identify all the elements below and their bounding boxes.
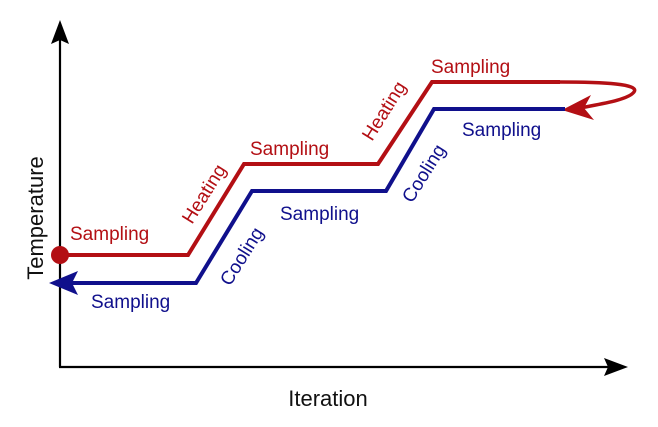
x-axis-label: Iteration <box>288 386 368 411</box>
heating-return-curve <box>557 80 637 110</box>
cooling-label-cooling-2: Cooling <box>398 141 450 207</box>
x-axis-arrow-icon <box>604 358 628 376</box>
heating-label-sampling-3: Sampling <box>431 57 510 78</box>
cooling-label-sampling-2: Sampling <box>280 204 359 225</box>
cooling-label-sampling-1: Sampling <box>91 292 170 313</box>
heating-label-sampling-2: Sampling <box>250 139 329 160</box>
heating-path <box>60 80 560 257</box>
cooling-end-arrow-icon <box>49 271 78 295</box>
y-axis-label: Temperature <box>23 156 48 280</box>
cooling-path <box>72 107 565 285</box>
heating-return-arrow-icon <box>562 95 594 120</box>
cooling-label-sampling-3: Sampling <box>462 120 541 141</box>
start-point-icon <box>51 246 69 264</box>
heating-label-sampling-1: Sampling <box>70 224 149 245</box>
heating-label-heating-2: Heating <box>358 78 411 145</box>
y-axis-arrow-icon <box>51 20 69 44</box>
